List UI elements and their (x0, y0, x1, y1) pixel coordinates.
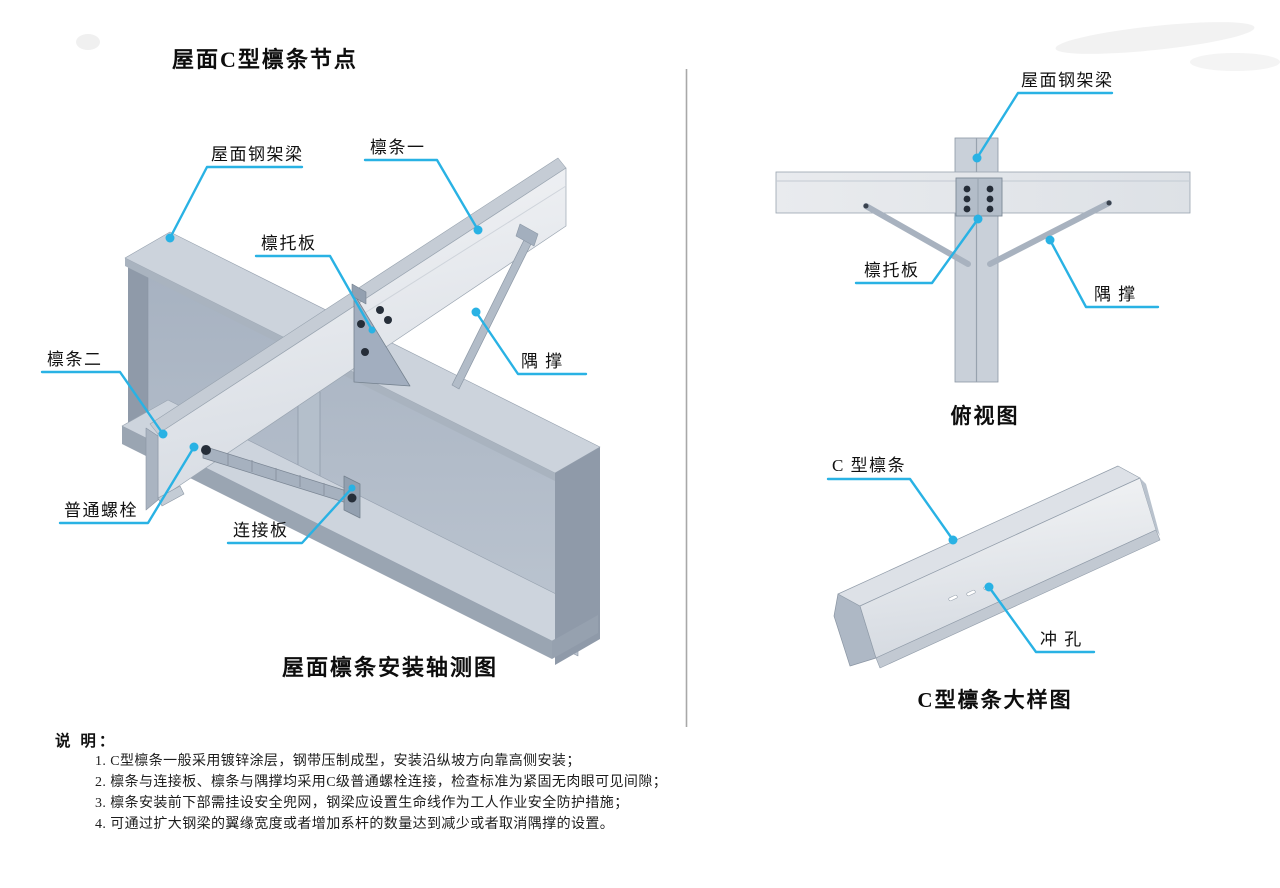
notes-block: 说 明： 1. C型檩条一般采用镀锌涂层，钢带压制成型，安装沿纵坡方向靠高侧安装… (55, 729, 715, 835)
watermark-smudge (76, 22, 1280, 71)
label-c-purlin: C 型檩条 (832, 456, 907, 475)
label-support-plate-right: 檩托板 (864, 261, 920, 280)
top-view-bolts (963, 185, 994, 213)
axonometric-view-drawing (121, 157, 601, 665)
label-connection-plate: 连接板 (233, 521, 289, 540)
top-view-drawing (775, 137, 1191, 383)
purlin2-end-shape (145, 427, 185, 511)
caption-detail-view: C型檩条大样图 (917, 688, 1073, 712)
label-corner-brace-left: 隅 撑 (521, 352, 564, 371)
c-purlin-detail-drawing (833, 465, 1161, 669)
caption-top-view: 俯视图 (950, 404, 1020, 428)
leader-lines (40, 91, 1160, 654)
note-item-1: 1. C型檩条一般采用镀锌涂层，钢带压制成型，安装沿纵坡方向靠高侧安装； (95, 754, 581, 769)
top-view-plate-shape (955, 177, 1003, 217)
label-purlin-one: 檩条一 (370, 138, 426, 157)
label-support-plate-left: 檩托板 (261, 234, 317, 253)
label-common-bolt: 普通螺栓 (64, 501, 138, 520)
page-title: 屋面C型檩条节点 (172, 47, 358, 72)
notes-heading: 说 明： (55, 733, 118, 750)
label-punched-hole: 冲 孔 (1040, 630, 1083, 649)
label-roof-beam-right: 屋面钢架梁 (1021, 71, 1114, 90)
common-bolts (201, 445, 357, 503)
note-item-3: 3. 檩条安装前下部需挂设安全兜网，钢梁应设置生命线作为工人作业安全防护措施； (95, 796, 629, 811)
joint-bolts (357, 306, 392, 356)
label-roof-beam-left: 屋面钢架梁 (211, 145, 304, 164)
support-plate-shape (351, 283, 411, 387)
caption-axonometric: 屋面檩条安装轴测图 (281, 655, 498, 680)
note-item-2: 2. 檩条与连接板、檩条与隅撑均采用C级普通螺栓连接，检查标准为紧固无肉眼可见间… (95, 775, 668, 790)
note-item-4: 4. 可通过扩大钢梁的翼缘宽度或者增加系杆的数量达到减少或者取消隅撑的设置。 (95, 817, 615, 832)
corner-brace-shape (451, 223, 539, 390)
top-view-brace-shape (863, 200, 1112, 267)
label-corner-brace-right: 隅 撑 (1094, 285, 1137, 304)
label-purlin-two: 檩条二 (47, 350, 103, 369)
